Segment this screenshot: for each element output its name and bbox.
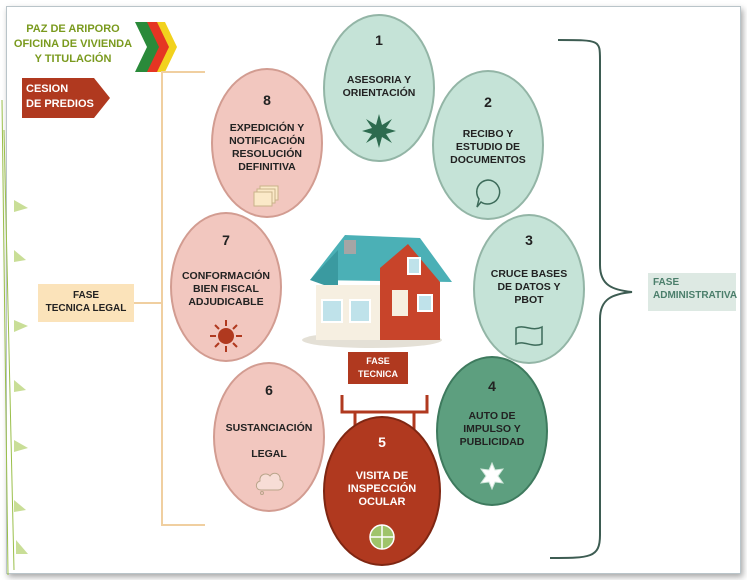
- step-label-line: BIEN FISCAL: [193, 283, 259, 295]
- step-label-line: DEFINITIVA: [238, 161, 296, 173]
- step-label: SUSTANCIACIÓN LEGAL: [221, 422, 316, 461]
- step-label-line: ORIENTACIÓN: [342, 87, 416, 99]
- right-brace: [549, 39, 633, 559]
- cloud-icon: [255, 472, 284, 495]
- step-label-line: CRUCE BASES: [490, 268, 568, 280]
- phase-line: ADMINISTRATIVA: [653, 290, 738, 301]
- step-label-line: AUTO DE: [468, 410, 516, 422]
- step-number: 7: [222, 232, 230, 248]
- header-line-2: OFICINA DE VIVIENDA: [13, 38, 133, 50]
- step-label: RECIBO Y ESTUDIO DE DOCUMENTOS: [440, 128, 535, 167]
- step-number: 8: [263, 92, 271, 108]
- step-label-line: DOCUMENTOS: [450, 154, 526, 166]
- banner-line-2: DE PREDIOS: [26, 98, 94, 110]
- step-label-line: RESOLUCIÓN: [231, 148, 302, 160]
- banner-shape: [22, 78, 110, 118]
- phase-line: FASE: [366, 356, 390, 366]
- step-label-line: INSPECCIÓN: [347, 483, 417, 495]
- step-circle-2: 2 RECIBO Y ESTUDIO DE DOCUMENTOS: [432, 70, 544, 220]
- step-label-line: ESTUDIO DE: [455, 141, 521, 153]
- header-line-3: Y TITULACIÓN: [34, 53, 112, 65]
- step-circle-3: 3 CRUCE BASES DE DATOS Y PBOT: [473, 214, 585, 364]
- step-label: EXPEDICIÓN Y NOTIFICACIÓN RESOLUCIÓN DEF…: [219, 122, 314, 174]
- step-label-line: DE DATOS Y: [497, 281, 561, 293]
- step-label-line: CONFORMACIÓN: [181, 270, 271, 282]
- step-label-line: PBOT: [514, 294, 544, 306]
- step-number: 2: [484, 94, 492, 110]
- step-label-line: NOTIFICACIÓN: [229, 135, 305, 147]
- phase-line: TECNICA: [358, 369, 398, 379]
- step-label-line: ADJUDICABLE: [188, 296, 264, 308]
- star-icon: [479, 462, 505, 490]
- step-number: 6: [265, 382, 273, 398]
- chevron-flag-icon: [135, 22, 177, 72]
- step-number: 5: [378, 434, 386, 450]
- step-circle-6: 6 SUSTANCIACIÓN LEGAL: [213, 362, 325, 512]
- step-label: AUTO DE IMPULSO Y PUBLICIDAD: [444, 410, 539, 449]
- step-number: 3: [525, 232, 533, 248]
- fase-tecnica-label: FASE TECNICA: [348, 352, 408, 384]
- step-number: 4: [488, 378, 496, 394]
- step-number: 1: [375, 32, 383, 48]
- step-label: ASESORIA Y ORIENTACIÓN: [331, 74, 426, 100]
- step-label: CONFORMACIÓN BIEN FISCAL ADJUDICABLE: [178, 270, 273, 309]
- step-label: CRUCE BASES DE DATOS Y PBOT: [481, 268, 576, 307]
- wave-flag-icon: [515, 325, 543, 346]
- step-circle-8: 8 EXPEDICIÓN Y NOTIFICACIÓN RESOLUCIÓN D…: [211, 68, 323, 218]
- phase-line: TECNICA LEGAL: [45, 303, 127, 314]
- step-label-line: IMPULSO Y: [463, 423, 521, 435]
- step-circle-1: 1 ASESORIA Y ORIENTACIÓN: [323, 14, 435, 162]
- step-label-line: VISITA DE: [355, 470, 409, 482]
- step-circle-7: 7 CONFORMACIÓN BIEN FISCAL ADJUDICABLE: [170, 212, 282, 362]
- step-label-line: ASESORIA Y: [346, 74, 412, 86]
- phase-line: FASE: [653, 277, 680, 288]
- fase-tecnica-legal-label: FASE TECNICA LEGAL: [38, 284, 134, 322]
- sun-icon: [210, 320, 242, 352]
- step-label-line: RECIBO Y: [462, 128, 514, 140]
- starburst-icon: [362, 114, 396, 148]
- step-label-line: LEGAL: [251, 448, 287, 460]
- step-circle-5: 5 VISITA DE INSPECCIÓN OCULAR: [323, 416, 441, 566]
- banner-line-1: CESION: [26, 83, 69, 95]
- fase-administrativa-label: FASE ADMINISTRATIVA: [648, 273, 738, 311]
- step-label-line: EXPEDICIÓN Y: [229, 122, 305, 134]
- step-label: VISITA DE INSPECCIÓN OCULAR: [332, 470, 432, 509]
- crosshair-icon: [369, 524, 395, 550]
- stacked-pages-icon: [253, 185, 279, 207]
- header-line-1: PAZ DE ARIPORO: [26, 23, 120, 35]
- step-label-line: OCULAR: [358, 496, 406, 508]
- left-bracket: [161, 71, 205, 526]
- office-header: PAZ DE ARIPORO OFICINA DE VIVIENDA Y TIT…: [8, 22, 138, 67]
- speech-bubble-icon: [476, 179, 501, 208]
- step-label-line: PUBLICIDAD: [459, 436, 525, 448]
- cesion-banner: CESION DE PREDIOS: [26, 82, 94, 112]
- tecnica-bracket: [340, 395, 429, 430]
- step-circle-4: 4 AUTO DE IMPULSO Y PUBLICIDAD: [436, 356, 548, 506]
- step-label-line: SUSTANCIACIÓN: [225, 422, 313, 434]
- phase-line: FASE: [72, 290, 100, 301]
